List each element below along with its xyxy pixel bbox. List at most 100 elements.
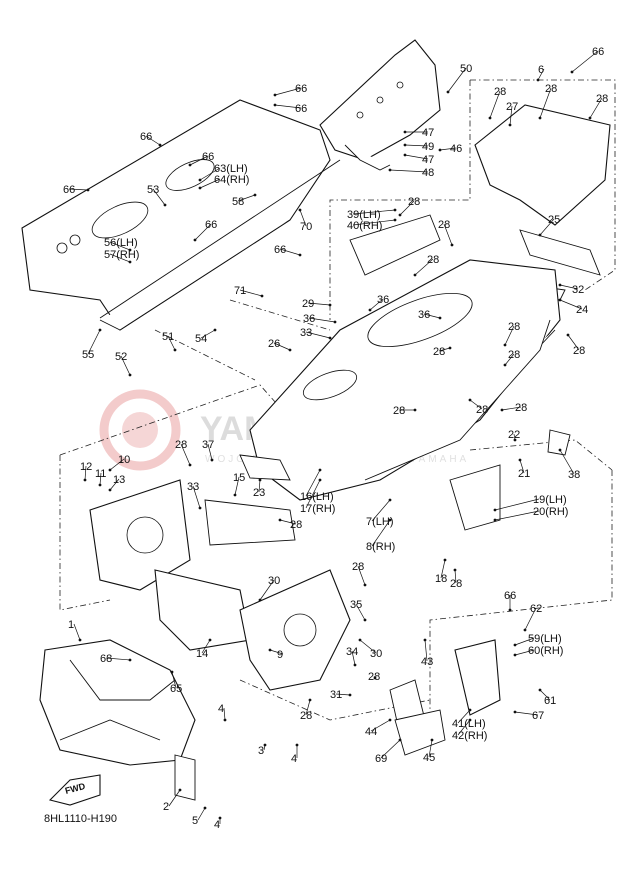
- leader-line: [223, 707, 226, 721]
- leader-lines: [68, 50, 603, 824]
- part-callout-label: 47: [422, 154, 434, 166]
- part-callout-label: 71: [234, 285, 246, 297]
- fastener-point: [98, 483, 102, 487]
- part-callout-label: 16(LH): [300, 491, 334, 503]
- fastener-point: [403, 130, 407, 134]
- leader-line: [68, 188, 89, 191]
- fastener-point: [448, 346, 452, 350]
- part-callout-label: 28: [596, 93, 608, 105]
- leader-line: [509, 105, 513, 126]
- part-callout-label: 67: [532, 710, 544, 722]
- fastener-point: [523, 628, 527, 632]
- part-callout-label: 18: [435, 573, 447, 585]
- fastener-point: [253, 193, 257, 197]
- part-callout-label: 61: [544, 695, 556, 707]
- leader-line: [201, 639, 211, 654]
- fastener-point: [86, 188, 90, 192]
- part-callout-label: 13: [113, 474, 125, 486]
- fastener-point: [513, 438, 517, 442]
- rear-flap-bracket: [519, 229, 601, 276]
- leader-line: [494, 510, 540, 521]
- fastener-point: [468, 398, 472, 402]
- assembly-outline-rear-inner: [329, 80, 471, 320]
- seat-base-bracket: [344, 144, 391, 171]
- leader-line: [189, 155, 209, 166]
- leader-line: [199, 178, 221, 189]
- diagram-code: 8HL1110-H190: [44, 813, 117, 825]
- leader-line: [152, 188, 166, 206]
- part-callout-label: 17(RH): [300, 503, 335, 515]
- part-callout-label: 62: [530, 603, 542, 615]
- part-callout-label: 28: [573, 345, 585, 357]
- fastener-point: [188, 463, 192, 467]
- fwd-indicator: FWD: [48, 774, 101, 806]
- front-cover-panel: [21, 99, 341, 331]
- part-callout-label: 31: [330, 689, 342, 701]
- assembly-outline-link-2: [229, 299, 331, 331]
- leader-line: [424, 639, 428, 662]
- tunnel-reinforcement-39: [349, 214, 441, 276]
- fastener-point: [363, 583, 367, 587]
- part-callout-label: 56(LH): [104, 237, 138, 249]
- assembly-outline-right: [429, 470, 613, 720]
- leader-line: [239, 289, 263, 297]
- leader-line: [355, 603, 366, 621]
- fastener-point: [210, 458, 214, 462]
- part-callout-label: 34: [346, 646, 358, 658]
- fastener-point: [188, 163, 192, 167]
- leader-line: [404, 144, 429, 147]
- watermark-logo-ring: [99, 389, 181, 471]
- part-callout-label: 66: [140, 131, 152, 143]
- right-side-parts: [389, 429, 571, 756]
- leader-line: [180, 443, 191, 466]
- part-callout-label: 28: [393, 405, 405, 417]
- fastener-point: [388, 718, 392, 722]
- fastener-point: [438, 148, 442, 152]
- tunnel-opening: [367, 293, 473, 347]
- fastener-point: [488, 116, 492, 120]
- fastener-point: [328, 303, 332, 307]
- slide-rail-7: [364, 319, 551, 481]
- part-callout-label: 39(LH): [347, 209, 381, 221]
- rail-bar-55: [99, 159, 341, 319]
- leader-line: [567, 334, 580, 351]
- part-callout-label: 70: [300, 221, 312, 233]
- fastener-point: [468, 718, 472, 722]
- leader-line: [559, 299, 583, 310]
- leader-line: [274, 87, 302, 96]
- leader-line: [259, 579, 275, 601]
- leader-line: [308, 317, 336, 323]
- fastener-point: [218, 816, 222, 820]
- seat-base-hole: [396, 81, 404, 89]
- leader-line: [559, 284, 579, 290]
- fastener-point: [538, 116, 542, 120]
- cover-panel-shell: [21, 99, 331, 331]
- part-callout-label: 57(RH): [104, 249, 139, 261]
- leader-line: [335, 693, 351, 696]
- leader-line: [197, 807, 206, 821]
- leader-line: [559, 449, 575, 475]
- part-callout-label: 36: [418, 309, 430, 321]
- fastener-point: [403, 143, 407, 147]
- main-tunnel: [249, 214, 561, 501]
- part-callout-label: 40(RH): [347, 220, 382, 232]
- part-callout-label: 41(LH): [452, 718, 486, 730]
- leader-line: [192, 485, 201, 509]
- fastener-point: [208, 638, 212, 642]
- part-callout-label: 32: [572, 284, 584, 296]
- fastener-point: [213, 328, 217, 332]
- leader-line: [519, 459, 525, 474]
- part-callout-label: 42(RH): [452, 730, 487, 742]
- part-callout-label: 66: [63, 184, 75, 196]
- fastener-point: [508, 608, 512, 612]
- leader-line: [73, 623, 81, 641]
- leader-line: [194, 223, 212, 241]
- fastener-point: [363, 618, 367, 622]
- leader-line: [371, 519, 391, 547]
- leader-line: [539, 87, 552, 119]
- assembly-outline-link-1: [154, 329, 256, 381]
- fastener-point: [78, 638, 82, 642]
- leader-line: [571, 50, 599, 73]
- leader-line: [501, 406, 522, 411]
